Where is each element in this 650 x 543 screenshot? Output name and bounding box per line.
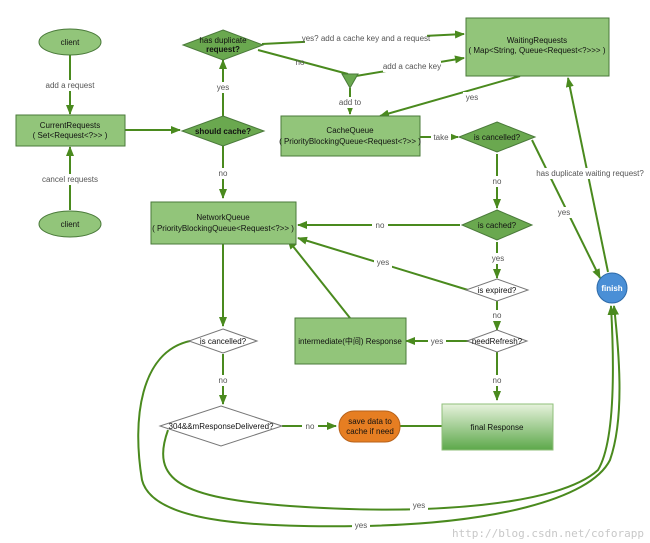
edge-labels: add a request cancel requests yes? add a…: [40, 33, 644, 531]
need-refresh-label: needRefresh?: [472, 337, 523, 346]
edge-intermediate-to-network: [287, 239, 351, 319]
is-expired-label: is expired?: [478, 286, 517, 295]
label-no-duplicate: no: [296, 58, 305, 67]
has-duplicate-label-1: has duplicate: [199, 36, 247, 45]
finish-node: finish: [596, 272, 628, 304]
label-yes-is-cached: yes: [492, 254, 504, 263]
label-yes-should-cache: yes: [217, 83, 229, 92]
has-duplicate-decision: has duplicate request?: [181, 29, 265, 61]
label-no-need-refresh: no: [493, 376, 502, 385]
label-yes-waiting-to-cache: yes: [466, 93, 478, 102]
network-queue-node: NetworkQueue ( PriorityBlockingQueue<Req…: [150, 201, 297, 245]
label-no-delivered: no: [306, 422, 315, 431]
has-duplicate-label-2: request?: [206, 45, 240, 54]
client-top-node: client: [38, 28, 102, 56]
label-yes-is-expired: yes: [377, 258, 389, 267]
label-no-cancelled-2: no: [219, 376, 228, 385]
cache-queue-node: CacheQueue ( PriorityBlockingQueue<Reque…: [279, 115, 421, 157]
network-queue-title: NetworkQueue: [196, 213, 250, 222]
edge-hasdup-to-merge: [257, 49, 349, 75]
intermediate-response-label: intermediate(中间) Response: [298, 336, 402, 346]
label-yes-need-refresh: yes: [431, 337, 443, 346]
client-top-label: client: [61, 38, 80, 47]
save-data-label-2: cache if need: [346, 427, 394, 436]
need-refresh-decision: needRefresh?: [465, 329, 529, 353]
response-delivered-label: 304&&mResponseDelivered?: [169, 422, 275, 431]
is-cached-label: is cached?: [478, 221, 517, 230]
cache-queue-type: ( PriorityBlockingQueue<Request<?>> ): [279, 137, 421, 146]
client-bottom-label: client: [61, 220, 80, 229]
label-no-cancelled-1: no: [493, 177, 502, 186]
is-cancelled-2-label: is cancelled?: [200, 337, 247, 346]
is-cached-decision: is cached?: [460, 209, 534, 241]
label-has-duplicate-waiting: has duplicate waiting request?: [536, 169, 644, 178]
waiting-requests-type: ( Map<String, Queue<Request<?>>> ): [469, 46, 606, 55]
is-cancelled-decision-1: is cancelled?: [457, 121, 537, 153]
current-requests-node: CurrentRequests ( Set<Request<?>> ): [15, 114, 126, 147]
final-response-label: final Response: [471, 423, 524, 432]
label-no-is-cached: no: [376, 221, 385, 230]
label-take: take: [433, 133, 449, 142]
final-response-node: final Response: [441, 403, 554, 451]
label-add-cache-key: add a cache key: [383, 62, 441, 71]
current-requests-type: ( Set<Request<?>> ): [33, 131, 108, 140]
cache-queue-title: CacheQueue: [326, 126, 374, 135]
save-data-node: save data to cache if need: [338, 410, 401, 443]
should-cache-decision: should cache?: [180, 115, 266, 147]
label-yes-cancelled-finish: yes: [558, 208, 570, 217]
save-data-label-1: save data to: [348, 417, 392, 426]
client-bottom-node: client: [38, 210, 102, 238]
waiting-requests-node: WaitingRequests ( Map<String, Queue<Requ…: [465, 17, 610, 77]
finish-label: finish: [601, 284, 622, 293]
label-yes-cancelled-2: yes: [355, 521, 367, 530]
edge-waiting-to-cachequeue: [379, 75, 521, 118]
intermediate-response-node: intermediate(中间) Response: [294, 317, 407, 365]
is-expired-decision: is expired?: [464, 278, 530, 302]
is-cancelled-decision-2: is cancelled?: [187, 328, 259, 354]
watermark: http://blog.csdn.net/coforapp: [452, 527, 644, 540]
network-queue-type: ( PriorityBlockingQueue<Request<?>> ): [152, 224, 294, 233]
response-delivered-decision: 304&&mResponseDelivered?: [158, 405, 284, 447]
waiting-requests-title: WaitingRequests: [507, 36, 567, 45]
label-yes-add-cache-key-and-request: yes? add a cache key and a request: [302, 34, 431, 43]
is-cancelled-1-label: is cancelled?: [474, 133, 521, 142]
label-add-request: add a request: [46, 81, 96, 90]
label-yes-delivered: yes: [413, 501, 425, 510]
label-no-should-cache: no: [219, 169, 228, 178]
edge-delivered-to-finish: [162, 305, 616, 511]
label-no-is-expired: no: [493, 311, 502, 320]
should-cache-label: should cache?: [195, 127, 251, 136]
label-add-to: add to: [339, 98, 362, 107]
current-requests-title: CurrentRequests: [40, 121, 100, 130]
label-cancel-requests: cancel requests: [42, 175, 98, 184]
merge-marker: [341, 73, 359, 90]
